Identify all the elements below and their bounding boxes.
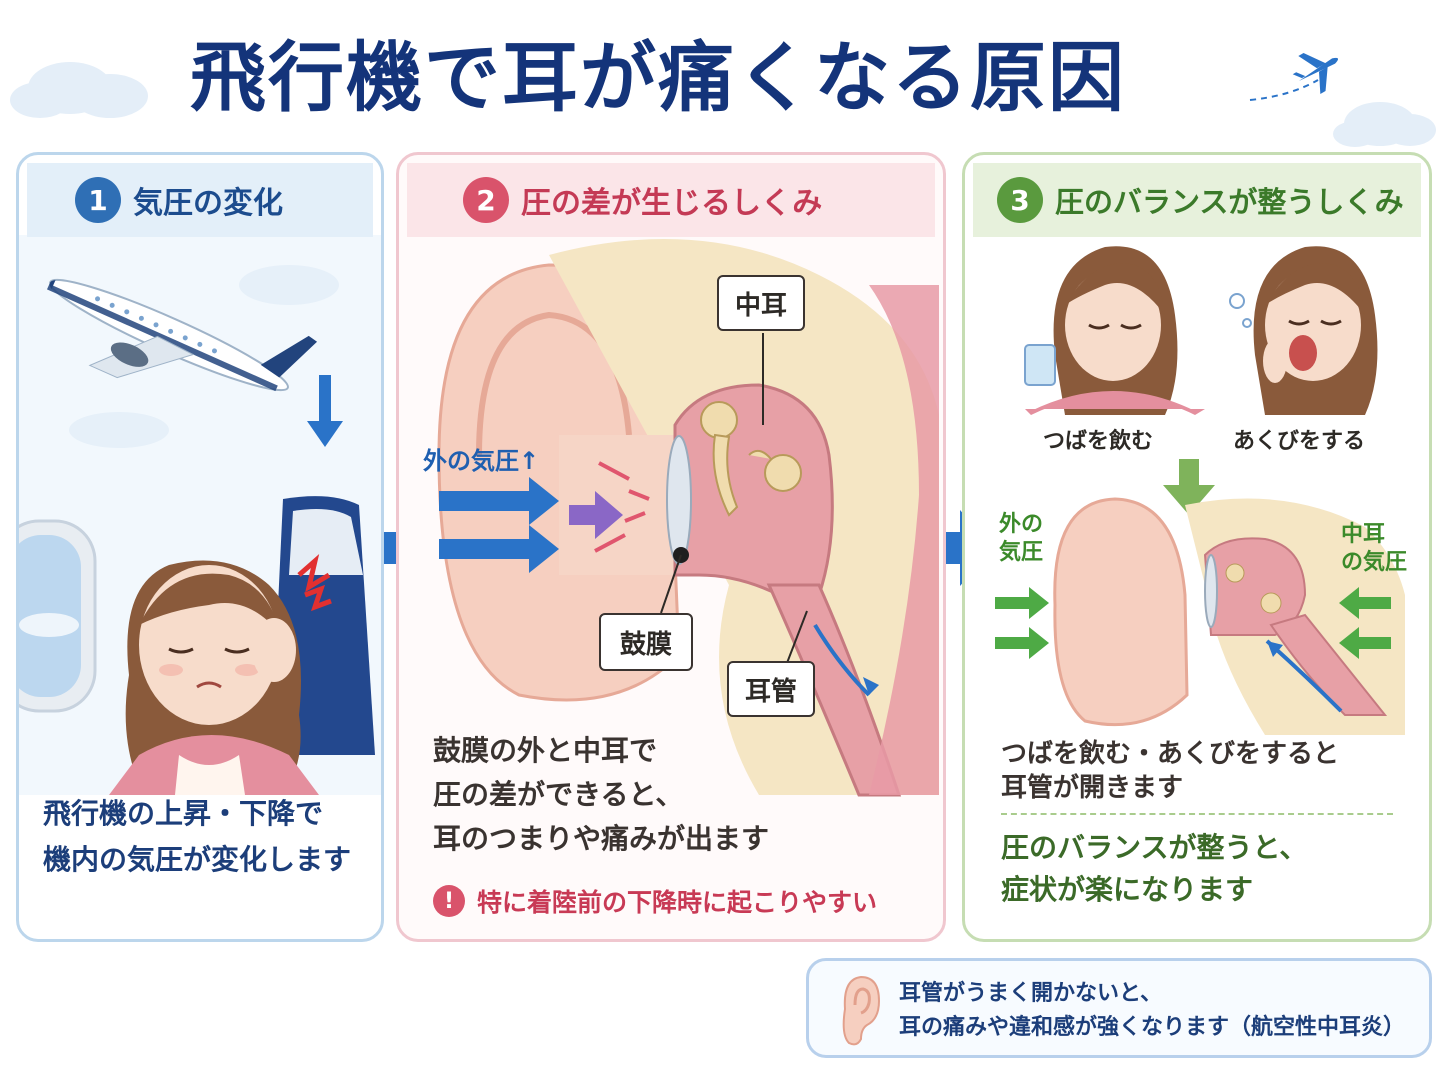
caption-line: 鼓膜の外と中耳で [433,734,658,767]
note-line: 耳管がうまく開かないと、 [899,981,1163,1006]
panel-pressure-balance: 3 圧のバランスが整うしくみ つばを飲む あくびをする 外の 気圧 中耳 の気圧… [962,152,1432,942]
divider [1001,813,1393,815]
airplane-icon [1292,52,1339,95]
eustachian-tube-label: 耳管 [727,661,815,717]
middle-ear-label: 中耳 [717,275,805,331]
warning-note-box: 耳管がうまく開かないと、 耳の痛みや違和感が強くなります（航空性中耳炎） [806,958,1432,1058]
panel2-caption: 鼓膜の外と中耳で 圧の差ができると、 耳のつまりや痛みが出ます [433,729,769,861]
step-number-badge: 1 [75,177,121,223]
panel-pressure-change: 1 気圧の変化 飛行機の上昇・下降で 機内の気圧が変化します [16,152,384,942]
panel3-heading: 圧のバランスが整うしくみ [1055,185,1404,219]
label-line: 外の [999,512,1044,537]
airplane-window [19,519,97,713]
caption-line: 飛行機の上昇・下降で [43,797,324,830]
label-line: の気圧 [1341,550,1408,575]
label-line: 気圧 [999,540,1044,565]
step-number-badge: 2 [463,177,509,223]
pressure-arrow [439,477,559,573]
step-number-badge: 3 [997,177,1043,223]
eardrum-label: 鼓膜 [599,613,693,671]
caption-line: 耳管が開きます [1001,773,1184,803]
flight-path-line [1249,79,1319,101]
down-arrow-icon [1163,459,1215,515]
panel-pressure-difference: 2 圧の差が生じるしくみ 外の気圧↑ 中耳 鼓膜 耳管 鼓膜の外と中耳で 圧の差… [396,152,946,942]
panel2-heading: 圧の差が生じるしくみ [521,186,823,221]
warning-note: ! 特に着陸前の下降時に起こりやすい [433,883,877,919]
label-line: 中耳 [1341,522,1386,547]
pressure-lines [594,461,650,553]
outside-pressure-label: 外の気圧↑ [423,447,540,475]
caption-line: 圧の差ができると、 [433,778,684,811]
pressure-arrow [569,491,623,539]
caption-line: 機内の気圧が変化します [43,843,352,876]
panel1-illustration [19,235,381,795]
caption-line: 耳のつまりや痛みが出ます [433,822,770,855]
panel3-caption-top: つばを飲む・あくびをすると 耳管が開きます [1001,737,1339,805]
panel1-caption: 飛行機の上昇・下降で 機内の気圧が変化します [43,791,351,883]
middle-ear-pressure-label: 中耳 の気圧 [1341,521,1407,577]
woman-in-pain-illustration [109,560,319,795]
warning-icon: ! [433,885,465,917]
woman-swallowing-illustration [1024,246,1205,415]
panel1-header: 1 気圧の変化 [27,163,373,237]
cloud-icon [10,62,148,118]
pain-spark-icon [297,554,332,612]
caption-line: 圧のバランスが整うと、 [1001,831,1308,864]
caption-line: つばを飲む・あくびをすると [1001,739,1340,769]
ear-icon [842,975,881,1046]
cloud-icon [1333,102,1436,147]
panel3-illustration [995,246,1405,735]
note-line: 耳の痛みや違和感が強くなります（航空性中耳炎） [899,1015,1406,1040]
panel3-caption-bottom: 圧のバランスが整うと、 症状が楽になります [1001,827,1307,911]
airplane-icon [46,278,318,392]
woman-yawning-illustration [1229,246,1378,415]
panel2-header: 2 圧の差が生じるしくみ [407,163,935,237]
panel1-heading: 気圧の変化 [133,186,283,221]
warning-text: 特に着陸前の下降時に起こりやすい [477,888,878,917]
caption-line: 症状が楽になります [1001,873,1254,906]
outside-pressure-label: 外の 気圧 [999,511,1043,567]
action-yawn-label: あくびをする [1233,429,1366,454]
ossicles-shape [700,401,802,517]
panel3-header: 3 圧のバランスが整うしくみ [973,163,1421,237]
ear-cross-section-diagram [437,239,939,797]
page-title: 飛行機で耳が痛くなる原因 [190,33,1126,122]
down-arrow-icon [307,375,343,447]
note-text: 耳管がうまく開かないと、 耳の痛みや違和感が強くなります（航空性中耳炎） [899,977,1405,1045]
action-swallow-label: つばを飲む [1043,429,1154,454]
eardrum-shape [666,435,692,565]
pressure-arrow [995,587,1391,659]
